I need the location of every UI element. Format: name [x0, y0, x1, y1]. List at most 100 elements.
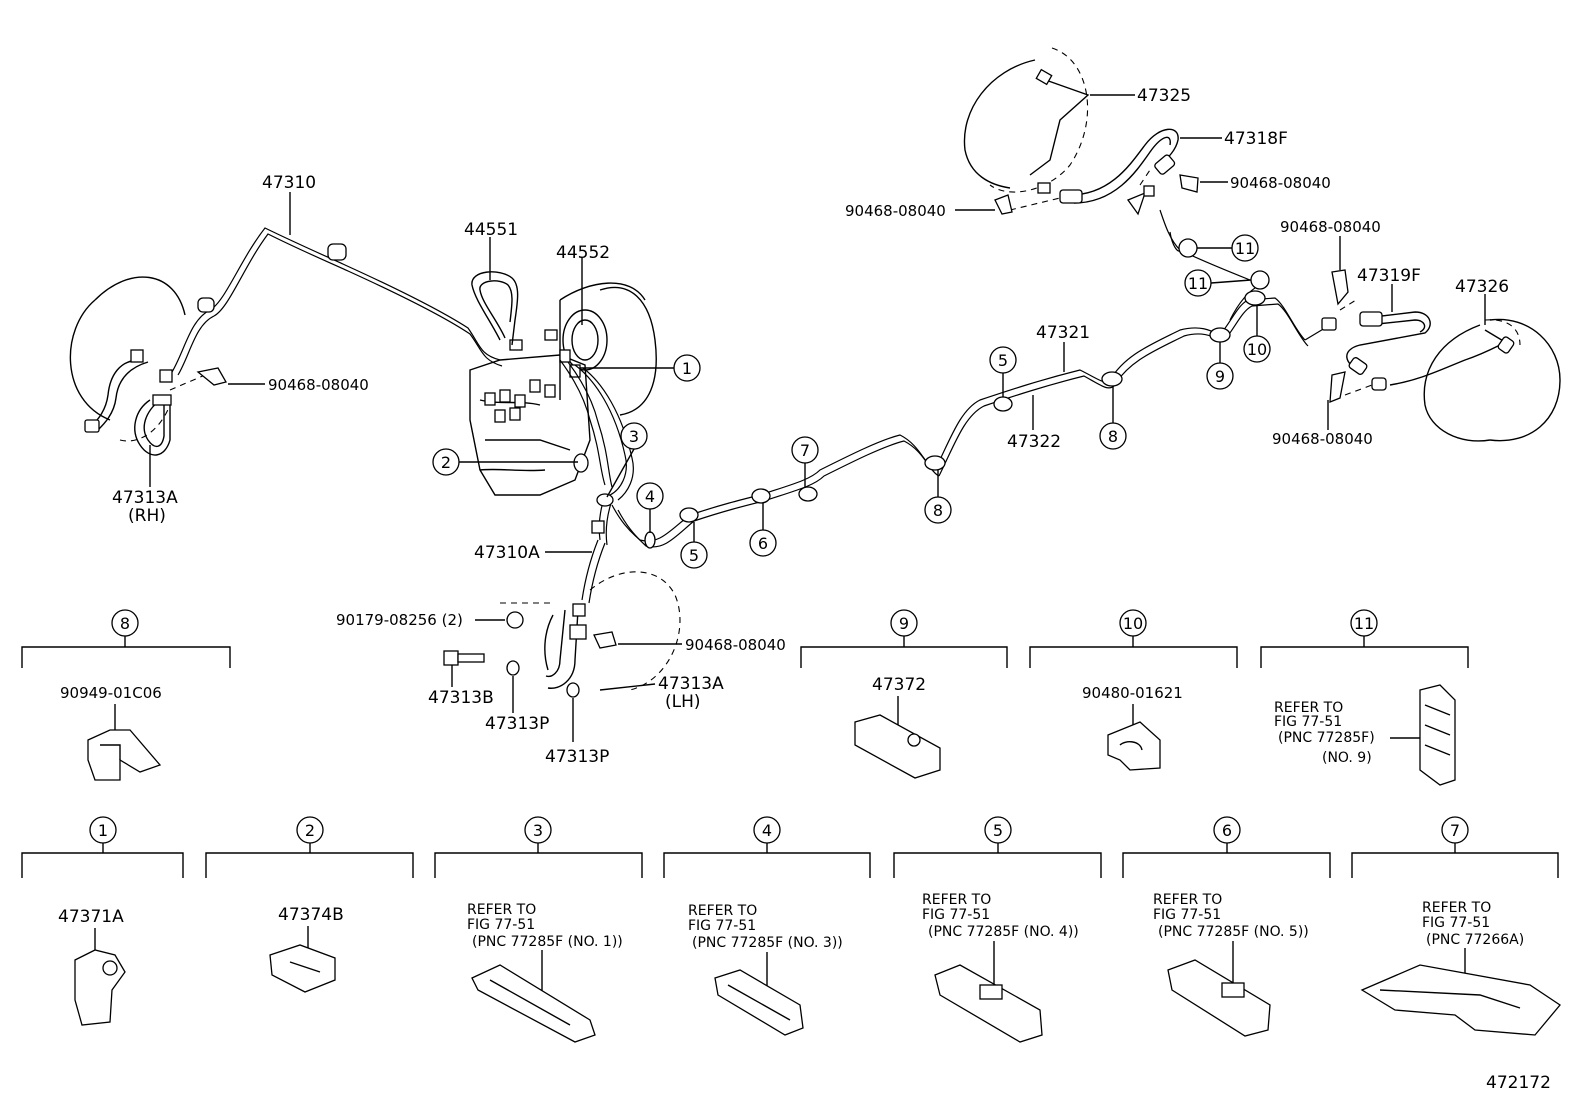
detail-4-ref-1: FIG 77-51: [688, 918, 756, 934]
bolt-90179: [506, 611, 524, 629]
callout-9: 9: [1215, 367, 1225, 386]
detail-3-ref-0: REFER TO: [467, 902, 536, 918]
callout-8b: 8: [1108, 427, 1118, 446]
callout-circle-11b: [1184, 269, 1212, 297]
detail-1: 1 47371A: [21, 816, 184, 1026]
callout-7: 7: [800, 441, 810, 460]
label-47310: 47310: [262, 173, 316, 193]
hose-47318F: [1059, 128, 1179, 204]
figure-number: 472172: [1486, 1073, 1551, 1093]
detail-9: 9 47372: [800, 609, 1008, 779]
label-90468-rear-bottom: 90468-08040: [1272, 430, 1373, 448]
brake-booster: [559, 282, 657, 416]
label-47326: 47326: [1455, 277, 1509, 297]
detail-10-part: 90480-01621: [1082, 684, 1183, 702]
clip-icon-rh: [196, 367, 227, 386]
detail-11: 11 REFER TO FIG 77-51 (PNC 77285F) (NO. …: [1260, 609, 1469, 786]
detail-5-ref-0: REFER TO: [922, 892, 991, 908]
callout-3: 3: [629, 427, 639, 446]
svg-text:3: 3: [533, 821, 543, 840]
label-47310A: 47310A: [474, 543, 540, 563]
detail-2: 2 47374B: [205, 816, 414, 993]
callout-11b: 11: [1188, 274, 1208, 293]
svg-text:9: 9: [899, 614, 909, 633]
label-47313P-b: 47313P: [545, 747, 609, 767]
clip-icon-lh: [593, 631, 617, 649]
detail-2-part: 47374B: [278, 905, 344, 925]
bolt-47313B: [443, 650, 485, 666]
rear-right-drum: [1389, 318, 1561, 442]
detail-4-ref-0: REFER TO: [688, 903, 757, 919]
detail-3: 3 REFER TO FIG 77-51 (PNC 77285F (NO. 1)…: [434, 816, 643, 1043]
callout-circle-8b: [1099, 422, 1127, 450]
front-left-drum: [544, 571, 681, 691]
detail-11-ref-1: FIG 77-51: [1274, 714, 1342, 730]
callout-8a: 8: [933, 501, 943, 520]
label-47325: 47325: [1137, 86, 1191, 106]
line-clamps: [573, 238, 1270, 549]
detail-10: 10 90480-01621: [1029, 609, 1238, 771]
label-47322: 47322: [1007, 432, 1061, 452]
hose-44551: [471, 271, 519, 346]
callouts: 1 2 3 4 5 6 7 8 5 8 9 10: [432, 234, 1271, 569]
callout-circle-3: [620, 422, 648, 450]
svg-text:7: 7: [1450, 821, 1460, 840]
svg-text:6: 6: [1222, 821, 1232, 840]
callout-circle-1: [673, 354, 701, 382]
detail-11-ref-3: (NO. 9): [1322, 750, 1372, 766]
label-90468-rh: 90468-08040: [268, 376, 369, 394]
callout-circle-10: [1243, 335, 1271, 363]
callout-circle-5a: [680, 541, 708, 569]
svg-text:4: 4: [762, 821, 772, 840]
nut-47313P-a: [506, 660, 520, 676]
detail-4: 4 REFER TO FIG 77-51 (PNC 77285F (NO. 3)…: [663, 816, 871, 1036]
detail-7-ref-2: (PNC 77266A): [1426, 932, 1524, 948]
callout-5b: 5: [998, 351, 1008, 370]
union-fitting: [1126, 185, 1155, 216]
detail-8-part: 90949-01C06: [60, 684, 162, 702]
detail-5-ref-2: (PNC 77285F (NO. 4)): [928, 924, 1079, 940]
svg-text:1: 1: [98, 821, 108, 840]
callout-circle-2: [432, 448, 460, 476]
detail-6-ref-0: REFER TO: [1153, 892, 1222, 908]
callout-2: 2: [441, 453, 451, 472]
tube-47310A: [581, 520, 606, 604]
nut-47313P-b: [566, 682, 580, 698]
detail-6-ref-2: (PNC 77285F (NO. 5)): [1158, 924, 1309, 940]
svg-text:11: 11: [1354, 614, 1374, 633]
detail-6: 6 REFER TO FIG 77-51 (PNC 77285F (NO. 5)…: [1122, 816, 1331, 1037]
label-90468-top-right: 90468-08040: [1230, 174, 1331, 192]
callout-circle-8a: [924, 496, 952, 524]
label-47319F: 47319F: [1357, 266, 1421, 286]
callout-circle-7: [791, 436, 819, 464]
detail-5: 5 REFER TO FIG 77-51 (PNC 77285F (NO. 4)…: [893, 816, 1102, 1043]
clip-icon-rear-right-bottom: [1329, 371, 1346, 403]
label-47313A-lh-side: (LH): [665, 692, 701, 712]
detail-3-ref-2: (PNC 77285F (NO. 1)): [472, 934, 623, 950]
label-90468-rear-top: 90468-08040: [1280, 218, 1381, 236]
callout-10: 10: [1247, 340, 1267, 359]
detail-9-part: 47372: [872, 675, 926, 695]
label-90468-top-left: 90468-08040: [845, 202, 946, 220]
abs-actuator: [469, 329, 591, 496]
callout-circle-5b: [989, 346, 1017, 374]
callout-circle-11a: [1231, 234, 1259, 262]
callout-6: 6: [758, 534, 768, 553]
label-47313B: 47313B: [428, 688, 494, 708]
detail-7-ref-0: REFER TO: [1422, 900, 1491, 916]
detail-8: 8 90949-01C06: [21, 609, 231, 781]
detail-6-ref-1: FIG 77-51: [1153, 907, 1221, 923]
callout-circle-4: [636, 482, 664, 510]
callout-11a: 11: [1235, 239, 1255, 258]
callout-5a: 5: [689, 546, 699, 565]
callout-circle-9: [1206, 362, 1234, 390]
detail-11-ref-0: REFER TO: [1274, 700, 1343, 716]
clip-icon-top-left: [994, 194, 1013, 215]
hose-47319F: [1346, 311, 1431, 391]
svg-text:5: 5: [993, 821, 1003, 840]
tube-47310: [171, 227, 503, 376]
label-44552: 44552: [556, 243, 610, 263]
label-90179: 90179-08256 (2): [336, 611, 463, 629]
callout-1: 1: [682, 359, 692, 378]
